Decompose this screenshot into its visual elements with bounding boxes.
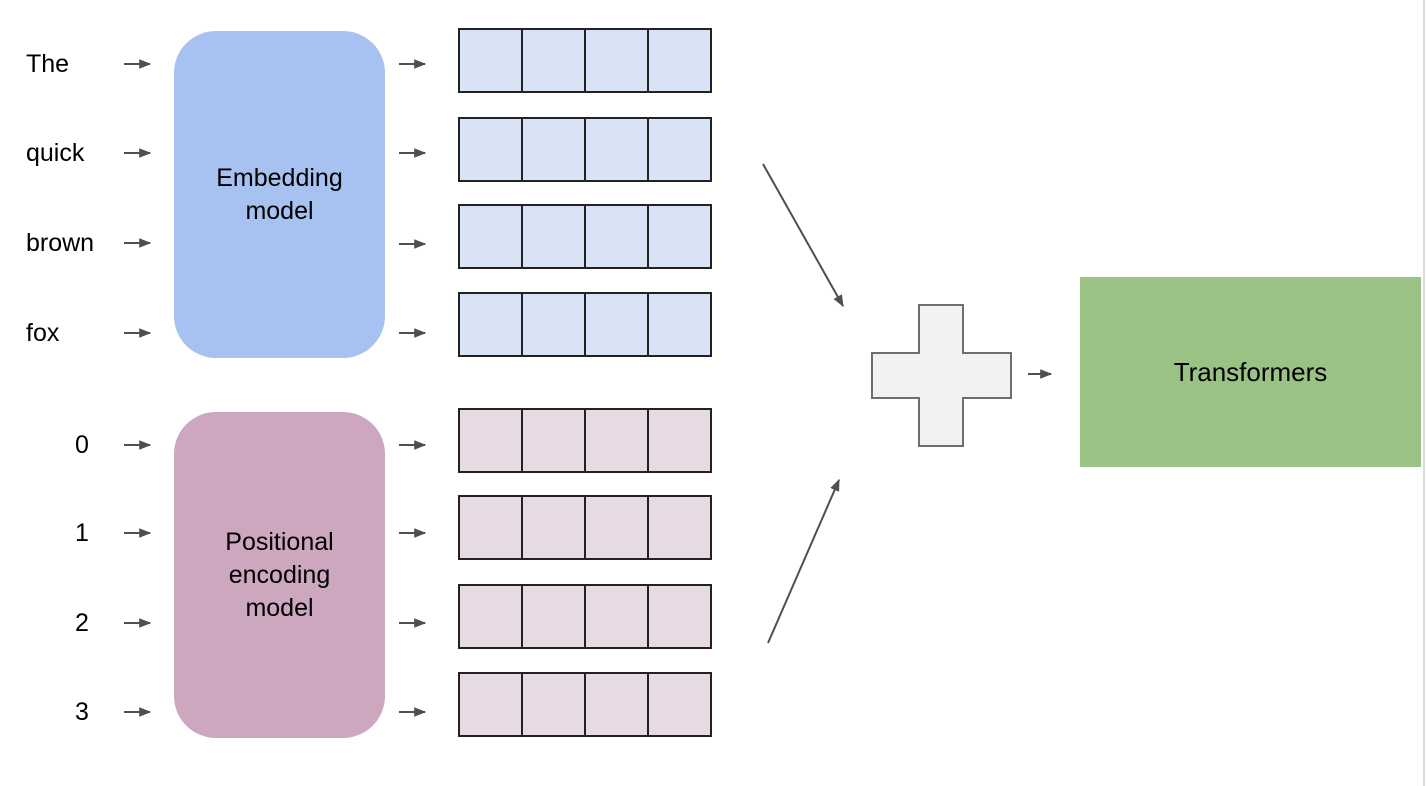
- vector-cell: [648, 585, 711, 648]
- token-label-fox: fox: [26, 319, 60, 347]
- vector-cell: [522, 293, 585, 356]
- vector-cell: [459, 118, 522, 181]
- embedding-model-box: Embedding model: [174, 31, 385, 358]
- position-label-1: 1: [75, 519, 89, 547]
- embedding-model-label: Embedding model: [216, 163, 343, 225]
- vector-cell: [459, 293, 522, 356]
- vector-cell: [648, 29, 711, 92]
- token-label-brown: brown: [26, 229, 95, 257]
- vector-cell: [522, 496, 585, 559]
- vector-cell: [585, 496, 648, 559]
- screen-edge-line: [1423, 0, 1425, 786]
- vector-cell: [648, 293, 711, 356]
- positional-encoding-model-label: Positional encoding model: [225, 527, 334, 622]
- vector-cell: [459, 205, 522, 268]
- embedding-vector-row: [458, 292, 712, 357]
- vector-cell: [648, 205, 711, 268]
- position-label-0: 0: [75, 431, 89, 459]
- vector-cell: [522, 29, 585, 92]
- vector-cell: [648, 409, 711, 472]
- positional-vector-row: [458, 584, 712, 649]
- vector-cell: [459, 673, 522, 736]
- vector-cell: [585, 29, 648, 92]
- merge-arrow-bottom: [767, 478, 840, 644]
- position-label-3: 3: [75, 698, 89, 726]
- vector-cell: [459, 29, 522, 92]
- vector-cell: [459, 496, 522, 559]
- vector-cell: [585, 118, 648, 181]
- vector-cell: [585, 673, 648, 736]
- vector-cell: [585, 585, 648, 648]
- transformers-box: Transformers: [1080, 277, 1421, 467]
- transformers-label: Transformers: [1173, 356, 1328, 387]
- positional-vector-row: [458, 495, 712, 560]
- vector-cell: [522, 673, 585, 736]
- merge-arrow-top: [762, 163, 844, 308]
- vector-cell: [522, 118, 585, 181]
- positional-vector-row: [458, 408, 712, 473]
- vector-cell: [648, 673, 711, 736]
- plus-icon: [871, 304, 1012, 447]
- vector-cell: [522, 585, 585, 648]
- token-label-quick: quick: [26, 139, 85, 167]
- vector-cell: [585, 293, 648, 356]
- vector-cell: [648, 118, 711, 181]
- vector-cell: [648, 496, 711, 559]
- vector-cell: [459, 409, 522, 472]
- vector-cell: [585, 205, 648, 268]
- embedding-vector-row: [458, 204, 712, 269]
- embedding-vector-row: [458, 28, 712, 93]
- positional-encoding-model-box: Positional encoding model: [174, 412, 385, 738]
- vector-cell: [459, 585, 522, 648]
- vector-cell: [522, 409, 585, 472]
- embedding-vector-row: [458, 117, 712, 182]
- token-label-the: The: [26, 50, 70, 78]
- vector-cell: [585, 409, 648, 472]
- vector-cell: [522, 205, 585, 268]
- position-label-2: 2: [75, 609, 89, 637]
- positional-vector-row: [458, 672, 712, 737]
